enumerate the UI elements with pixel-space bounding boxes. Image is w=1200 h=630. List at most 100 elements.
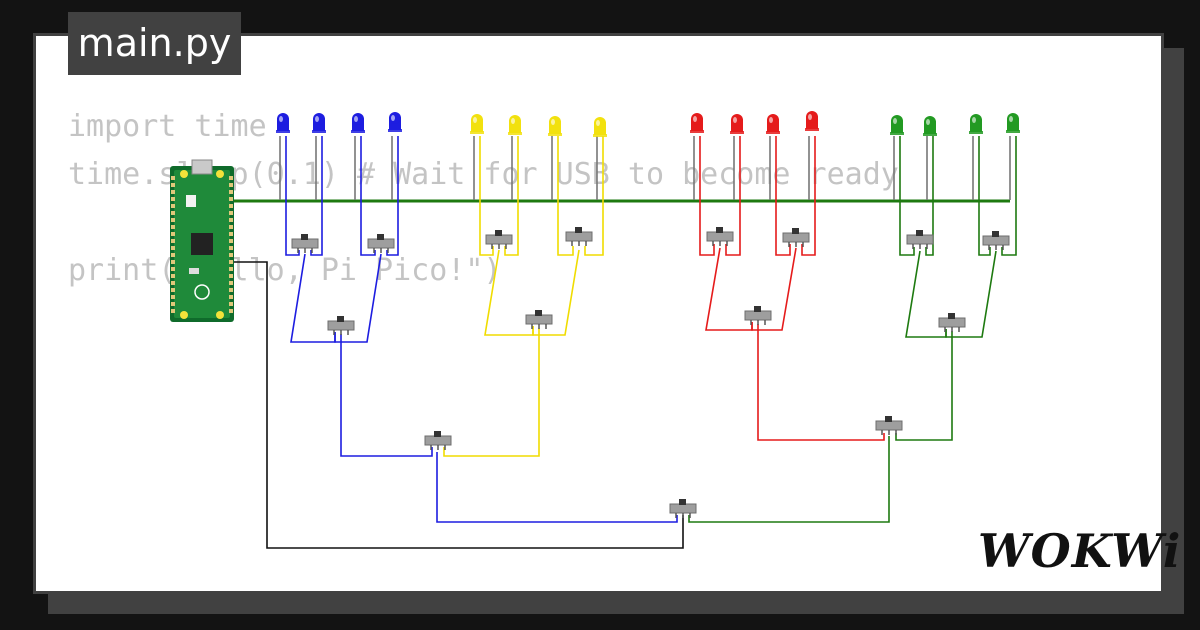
gpio-pin	[171, 176, 175, 180]
led-switch-wire	[801, 136, 816, 256]
switch-knob	[575, 227, 582, 233]
slide-switch	[875, 420, 903, 431]
slide-switch	[906, 234, 934, 245]
led-switch-wire	[725, 136, 741, 256]
slide-switch	[291, 238, 319, 249]
wokwi-logo: WOKWi	[978, 524, 1182, 578]
level2-wire	[443, 328, 540, 457]
gpio-pin	[229, 288, 233, 292]
led-switch-wire	[978, 136, 991, 256]
led-rim	[351, 130, 365, 133]
led-rim	[690, 130, 704, 133]
slide-switch	[938, 317, 966, 328]
wires	[228, 136, 1017, 549]
gpio-pin	[229, 246, 233, 250]
file-tab[interactable]: main.py	[68, 12, 241, 75]
raspberry-logo	[194, 284, 210, 300]
switch-knob	[716, 227, 723, 233]
gpio-pin	[171, 288, 175, 292]
led-highlight	[972, 117, 976, 123]
gpio-pin	[229, 239, 233, 243]
slide-switch	[782, 232, 810, 243]
raspberry-pi-pico-board[interactable]	[170, 159, 234, 322]
gpio-pin	[229, 309, 233, 313]
gpio-pin	[171, 225, 175, 229]
slide-switch	[327, 320, 355, 331]
led-rim	[548, 133, 562, 136]
led-rim	[593, 134, 607, 137]
slide-switch	[982, 235, 1010, 246]
led-switch-wire	[285, 136, 300, 256]
gpio-pin	[171, 211, 175, 215]
debug-pads	[189, 268, 199, 274]
switch-knob	[337, 316, 344, 322]
gpio-pin	[229, 302, 233, 306]
slide-switch	[706, 231, 734, 242]
usb-connector	[191, 159, 213, 175]
gpio-pin	[229, 274, 233, 278]
led-highlight	[893, 118, 897, 124]
led-rim	[969, 131, 983, 134]
ground-wire	[232, 261, 684, 549]
led-rim	[470, 131, 484, 134]
slide-switch	[485, 234, 513, 245]
led-rim	[923, 133, 937, 136]
led-switch-wire	[479, 136, 494, 256]
led-highlight	[473, 117, 477, 123]
led-highlight	[808, 114, 812, 120]
gpio-pin	[171, 204, 175, 208]
gpio-pin	[229, 253, 233, 257]
mounting-hole	[216, 311, 224, 319]
gpio-pin	[229, 190, 233, 194]
gpio-pin	[171, 253, 175, 257]
slide-switch	[424, 435, 452, 446]
gpio-pin	[171, 232, 175, 236]
gpio-pin	[171, 190, 175, 194]
led-switch-wire	[925, 136, 934, 256]
slide-switches	[291, 227, 1010, 518]
level2-wire	[757, 324, 885, 441]
led-highlight	[511, 118, 515, 124]
gpio-pin	[229, 197, 233, 201]
gpio-pin	[229, 232, 233, 236]
led-switch-wire	[899, 136, 915, 256]
gpio-pin	[229, 281, 233, 285]
gpio-pin	[171, 183, 175, 187]
slide-switch	[669, 503, 697, 514]
gpio-pin	[171, 309, 175, 313]
led-rim	[730, 131, 744, 134]
led-rim	[388, 129, 402, 132]
led-highlight	[315, 116, 319, 122]
switch-knob	[679, 499, 686, 505]
led-highlight	[354, 116, 358, 122]
gpio-pin	[229, 211, 233, 215]
led-rim	[312, 130, 326, 133]
gpio-pin	[171, 302, 175, 306]
led-switch-wire	[310, 136, 323, 256]
switch-knob	[754, 306, 761, 312]
led-switch-wire	[360, 136, 376, 256]
switch-level-wire	[751, 247, 797, 331]
gpio-pin	[171, 218, 175, 222]
led-rim	[508, 132, 522, 135]
switch-knob	[495, 230, 502, 236]
switch-knob	[885, 416, 892, 422]
switch-knob	[992, 231, 999, 237]
slide-switch	[565, 231, 593, 242]
slide-switch	[744, 310, 772, 321]
led-switch-wire	[557, 136, 574, 256]
led-rim	[766, 131, 780, 134]
led-highlight	[279, 116, 283, 122]
led-rim	[890, 132, 904, 135]
switch-level-wire	[334, 253, 382, 343]
mounting-hole	[180, 170, 188, 178]
led-rim	[1006, 130, 1020, 133]
gpio-pin	[229, 225, 233, 229]
gpio-pin	[171, 197, 175, 201]
gpio-pin	[171, 274, 175, 278]
switch-knob	[948, 313, 955, 319]
gpio-pin	[171, 267, 175, 271]
level2-wire	[340, 334, 433, 457]
led-highlight	[769, 117, 773, 123]
